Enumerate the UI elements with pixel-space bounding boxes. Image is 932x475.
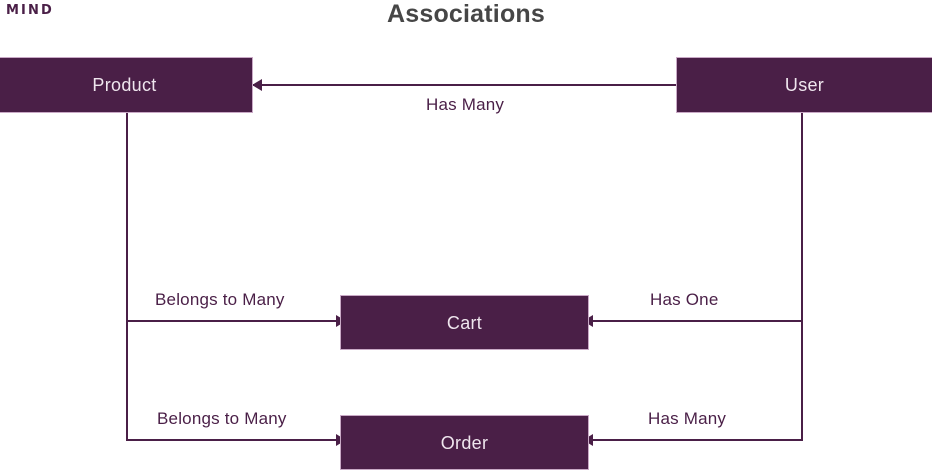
entity-label-order: Order — [440, 432, 489, 453]
arrowhead-into-product — [252, 79, 262, 91]
edge-label-user-product: Has Many — [426, 95, 505, 114]
edge-line-user-product — [252, 84, 677, 86]
page-title: Associations — [386, 0, 545, 28]
edge-label-product-order: Belongs to Many — [157, 409, 287, 428]
entity-label-user: User — [784, 75, 825, 95]
entity-node-order[interactable]: Order — [340, 415, 589, 470]
entity-label-product: Product — [92, 75, 157, 95]
entity-node-cart[interactable]: Cart — [340, 295, 589, 350]
entity-node-product[interactable]: Product — [0, 57, 253, 113]
edge-line-user-order — [583, 439, 803, 441]
edge-label-user-order: Has Many — [648, 409, 727, 428]
edge-line-product-order — [126, 439, 346, 441]
edge-line-user-spine — [801, 113, 803, 441]
brand-logo: MIND — [6, 3, 54, 18]
entity-node-user[interactable]: User — [676, 57, 932, 113]
edge-line-product-cart — [126, 320, 346, 322]
edge-label-product-cart: Belongs to Many — [155, 290, 285, 309]
entity-label-cart: Cart — [446, 312, 483, 333]
edge-line-user-cart — [583, 320, 803, 322]
edge-line-product-spine — [126, 113, 128, 441]
edge-label-user-cart: Has One — [650, 290, 719, 309]
